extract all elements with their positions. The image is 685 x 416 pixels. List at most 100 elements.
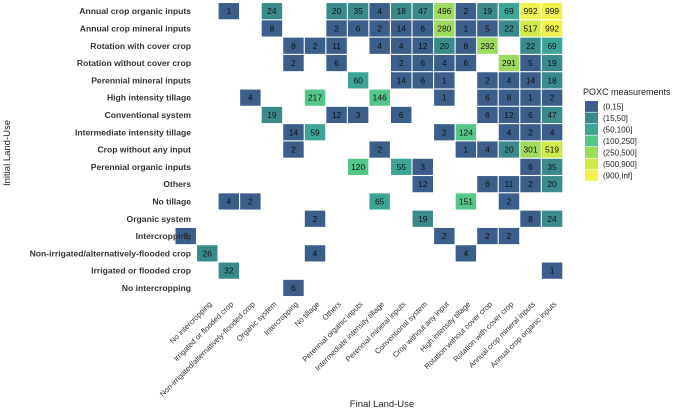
heatmap-cell	[240, 89, 261, 106]
cell-value-label: 4	[507, 75, 512, 85]
heatmap-cell	[369, 37, 390, 54]
heatmap-cell	[541, 106, 563, 124]
heatmap-cell	[391, 158, 412, 175]
y-tick-label: No tillage	[152, 196, 191, 206]
cell-value-label: 20	[440, 41, 450, 51]
heatmap-cell	[369, 141, 390, 158]
y-tick-label: Non-irrigated/alternatively-flooded crop	[30, 248, 191, 258]
cell-value-label: 4	[399, 41, 404, 51]
y-tick-label: Organic system	[127, 214, 192, 224]
legend-swatch	[585, 112, 598, 124]
heatmap-cell	[326, 106, 347, 124]
heatmap-cell	[477, 227, 498, 245]
heatmap-cell	[520, 176, 541, 193]
heatmap-cell	[412, 72, 433, 89]
cell-value-label: 2	[248, 196, 253, 206]
y-tick-label: Intercropping	[136, 231, 191, 241]
heatmap-cell	[218, 193, 240, 210]
cell-value-label: 519	[545, 145, 559, 155]
cell-value-label: 8	[507, 93, 512, 103]
cell-value-label: 517	[524, 23, 538, 33]
cell-value-label: 59	[310, 127, 320, 137]
cell-value-label: 124	[459, 127, 473, 137]
heatmap-cell	[391, 3, 412, 20]
cell-value-label: 1	[442, 75, 447, 85]
heatmap-cell	[477, 89, 498, 106]
cell-value-label: 2	[334, 23, 339, 33]
cell-value-label: 5	[485, 23, 490, 33]
heatmap-cell	[434, 227, 455, 245]
y-tick-label: Irrigated or flooded crop	[91, 266, 191, 276]
heatmap-cell	[412, 3, 433, 20]
cell-value-label: 6	[291, 283, 296, 293]
cell-value-label: 4	[248, 93, 253, 103]
heatmap-cell	[455, 245, 477, 262]
cell-value-label: 2	[291, 58, 296, 68]
legend-swatch	[585, 158, 598, 170]
cell-value-label: 2	[507, 196, 512, 206]
heatmap-cell	[520, 210, 541, 227]
cell-value-label: 4	[507, 127, 512, 137]
heatmap-cell	[455, 54, 477, 72]
cell-value-label: 4	[313, 248, 318, 258]
cell-value-label: 14	[397, 75, 407, 85]
heatmap-cell	[541, 210, 563, 227]
y-tick-label: Rotation without cover crop	[77, 58, 191, 68]
heatmap-cell	[369, 3, 390, 20]
cell-value-label: 60	[353, 75, 363, 85]
cell-value-label: 65	[375, 196, 385, 206]
cell-value-label: 12	[418, 179, 428, 189]
heatmap-cell	[520, 54, 541, 72]
cell-value-label: 4	[485, 145, 490, 155]
x-axis-title: Final Land-Use	[350, 399, 414, 410]
heatmap-cell	[261, 106, 283, 124]
cell-value-label: 8	[464, 41, 469, 51]
heatmap-cell	[434, 54, 455, 72]
cell-value-label: 6	[183, 231, 188, 241]
y-tick-label: Conventional system	[105, 110, 192, 120]
cell-value-label: 4	[442, 58, 447, 68]
cell-value-label: 6	[334, 58, 339, 68]
cell-value-label: 2	[313, 214, 318, 224]
heatmap-cell	[520, 124, 541, 141]
heatmap-cell	[477, 37, 498, 54]
cell-value-label: 35	[353, 6, 363, 16]
y-tick-label: Perennial organic inputs	[91, 162, 192, 172]
cell-value-label: 2	[442, 231, 447, 241]
heatmap-cell	[369, 193, 390, 210]
cell-value-label: 2	[442, 127, 447, 137]
heatmap-cell	[304, 89, 326, 106]
cell-value-label: 6	[464, 58, 469, 68]
y-tick-label: Annual crop mineral inputs	[80, 23, 191, 33]
cell-value-label: 496	[437, 6, 451, 16]
cell-value-label: 24	[547, 214, 557, 224]
heatmap-cell	[520, 106, 541, 124]
cell-value-label: 22	[526, 41, 536, 51]
heatmap-cell	[326, 37, 347, 54]
cell-value-label: 55	[397, 162, 407, 172]
heatmap-cell	[326, 3, 347, 20]
heatmap-cell	[541, 54, 563, 72]
heatmap-cell	[304, 37, 326, 54]
cell-value-label: 18	[547, 75, 557, 85]
heatmap-cell	[326, 20, 347, 37]
cell-value-label: 47	[547, 110, 557, 120]
heatmap-cell	[541, 20, 563, 37]
heatmap-cell	[391, 54, 412, 72]
heatmap-cell	[541, 3, 563, 20]
cell-value-label: 146	[373, 93, 387, 103]
heatmap-cell	[520, 20, 541, 37]
heatmap-cell	[283, 124, 304, 141]
heatmap-cell	[369, 20, 390, 37]
cell-value-label: 2	[528, 127, 533, 137]
cell-value-label: 1	[464, 145, 469, 155]
heatmap-cell	[455, 37, 477, 54]
cell-value-label: 11	[332, 41, 341, 51]
heatmap-cell	[477, 176, 498, 193]
cell-value-label: 6	[399, 110, 404, 120]
cell-value-label: 151	[459, 196, 473, 206]
heatmap-cell	[477, 106, 498, 124]
heatmap-cell	[197, 245, 218, 262]
heatmap-cell	[412, 37, 433, 54]
